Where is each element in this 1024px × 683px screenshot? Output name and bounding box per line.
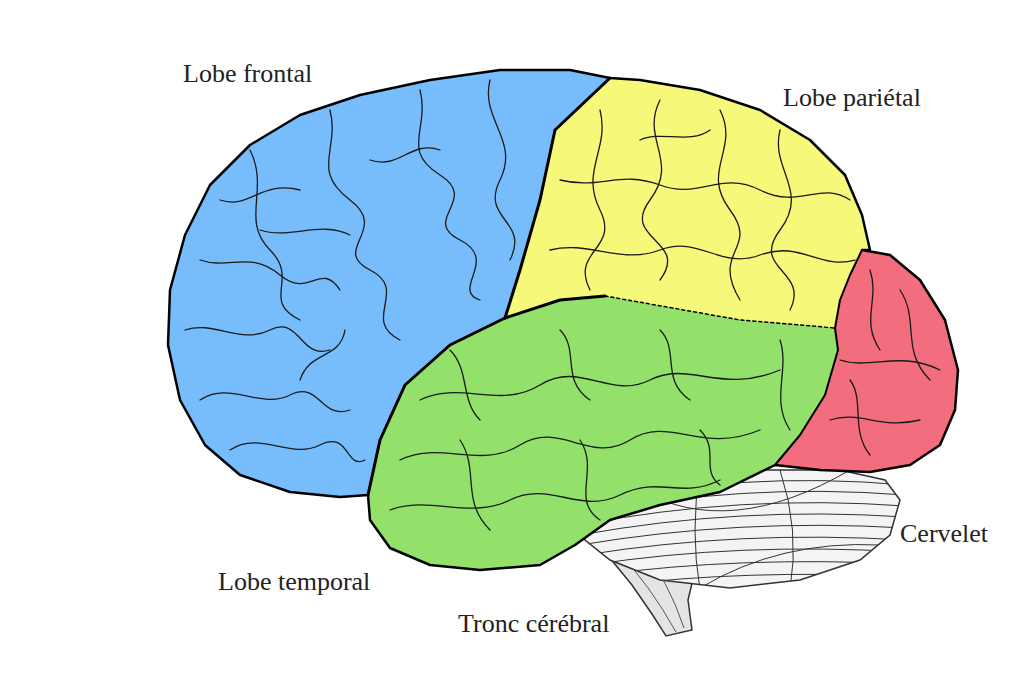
lobe-boundaries <box>368 78 862 495</box>
part-label: Lobe temporal <box>218 566 370 597</box>
part-label: Cervelet <box>900 518 988 549</box>
parietal-lobe <box>505 78 870 328</box>
gyri <box>185 80 940 530</box>
part-label: Lobe pariétal <box>783 82 921 113</box>
part-label: Tronc cérébral <box>458 608 609 639</box>
brain-outline <box>168 70 958 570</box>
part-label: Lobe frontal <box>183 58 312 89</box>
temporal-lobe <box>368 296 838 570</box>
